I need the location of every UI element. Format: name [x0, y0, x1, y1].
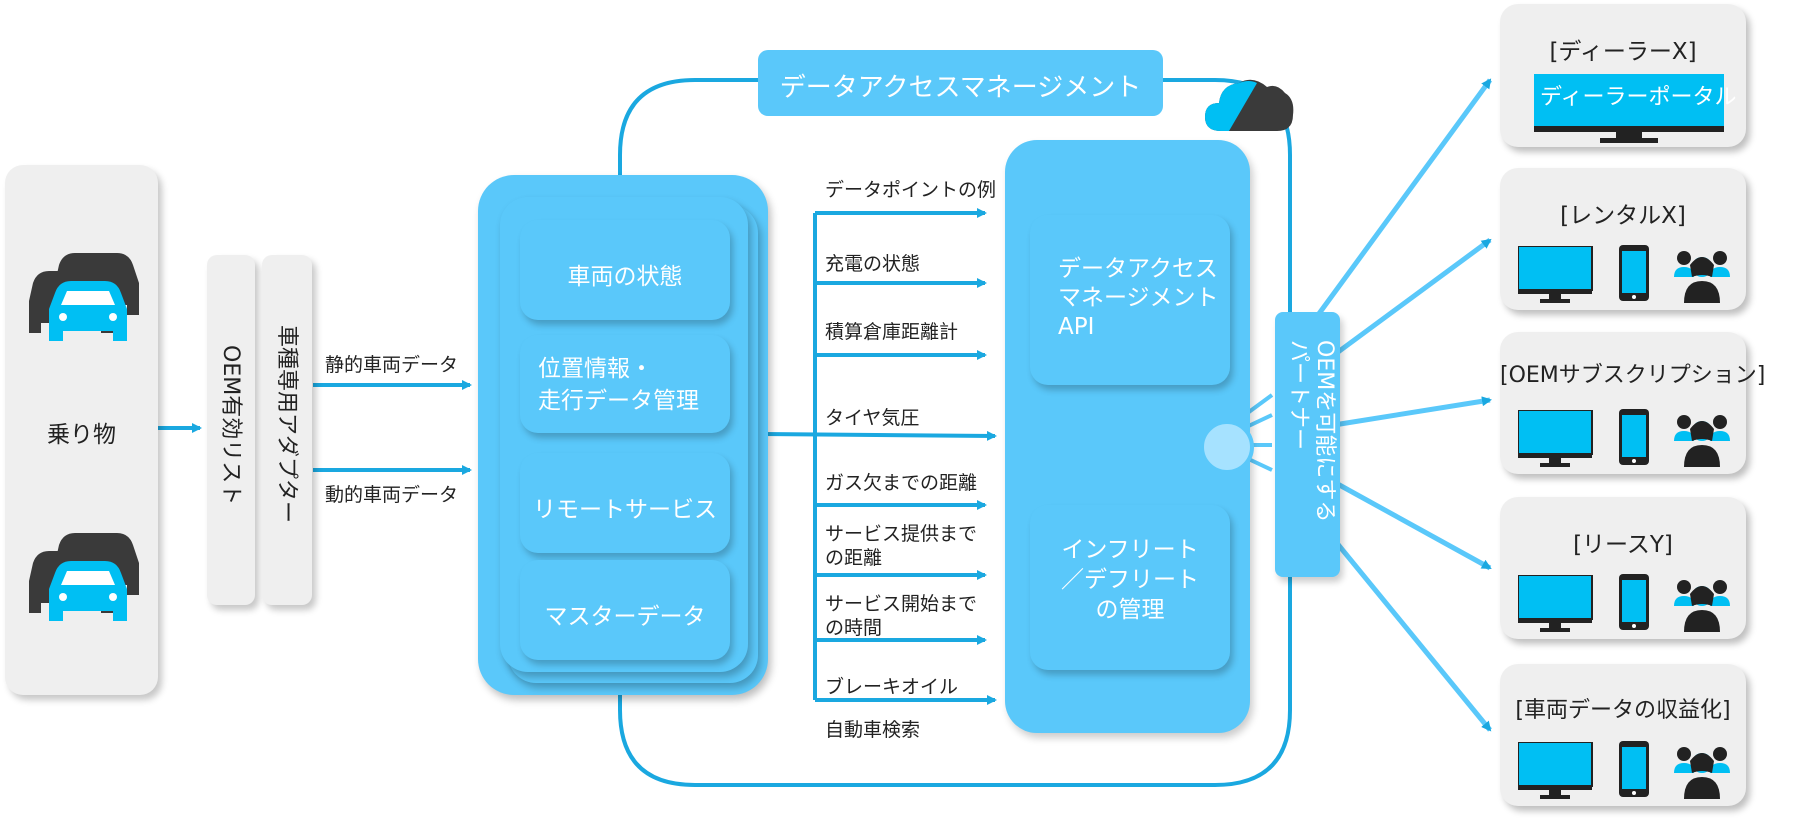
cloud-icon: [1205, 79, 1294, 131]
customer-lease: [リースY]: [1500, 497, 1746, 639]
dynamic-data-label: 動的車両データ: [325, 484, 459, 506]
partner-to-oem-sub: [1333, 396, 1492, 428]
remote-service-card: リモートサービス: [520, 453, 730, 553]
infleet-card: インフリート ／デフリート の管理: [1030, 505, 1230, 670]
api-panel: データアクセス マネージメント API インフリート ／デフリート の管理: [1005, 140, 1254, 733]
data-point-tire-pressure: タイヤ気圧: [825, 407, 920, 429]
data-point-range: ガス欠までの距離: [825, 472, 978, 494]
vehicle-state-card: 車両の状態: [520, 220, 730, 320]
monitor-icon: [1518, 742, 1593, 799]
phone-icon: [1619, 741, 1649, 797]
dealer-portal-label: ディーラーポータル: [1540, 85, 1737, 110]
oem-list-label: OEM有効リスト: [218, 345, 243, 506]
adapter-box: 車種専用アダプター: [262, 255, 312, 605]
dam-title: データアクセスマネージメント: [758, 50, 1163, 116]
connection-node: [1200, 420, 1254, 474]
location-driving-card: 位置情報・ 走行データ管理: [520, 335, 730, 433]
partner-to-dealer: [1315, 78, 1493, 317]
customer-oem-subscription: [OEMサブスクリプション]: [1500, 332, 1765, 474]
main-flow-line: [759, 430, 997, 441]
customer-dealer: [ディーラーX] ディーラーポータル: [1500, 4, 1746, 147]
data-point-service-distance: サービス提供まで の距離: [825, 523, 978, 569]
partner-to-rental: [1332, 237, 1492, 358]
riders-box: 乗り物: [5, 165, 158, 695]
data-point-service-time: サービス開始まで の時間: [825, 593, 978, 639]
people-icon: [1674, 747, 1730, 799]
phone-icon: [1619, 245, 1649, 301]
customer-data-monetization: [車両データの収益化]: [1500, 664, 1746, 806]
partner-to-lease: [1332, 479, 1492, 571]
people-icon: [1674, 251, 1730, 303]
static-data-label: 静的車両データ: [325, 354, 459, 376]
data-point-brake-oil: ブレーキオイル: [825, 676, 959, 698]
data-point-odometer: 積算倉庫距離計: [825, 321, 959, 343]
phone-icon: [1619, 574, 1649, 630]
oem-list-box: OEM有効リスト: [207, 255, 255, 605]
phone-icon: [1619, 409, 1649, 465]
customer-rental: [レンタルX]: [1500, 168, 1746, 310]
adapter-label: 車種専用アダプター: [274, 325, 299, 524]
data-point-car-search: 自動車検索: [825, 719, 921, 741]
data-points-heading: データポイントの例: [825, 179, 997, 201]
monitor-icon: [1518, 575, 1593, 632]
monitor-icon: [1518, 410, 1593, 467]
api-card: データアクセス マネージメント API: [1030, 215, 1230, 385]
partner-bar: OEMを可能にする パートナー: [1275, 312, 1340, 577]
data-point-charging: 充電の状態: [825, 253, 921, 275]
car-group-icon: [29, 533, 139, 621]
monitor-icon: [1518, 246, 1593, 303]
master-data-card: マスターデータ: [520, 560, 730, 660]
partner-to-monetize: [1316, 518, 1492, 732]
car-group-icon: [29, 253, 139, 341]
people-icon: [1674, 580, 1730, 632]
people-icon: [1674, 415, 1730, 467]
riders-label: 乗り物: [47, 422, 116, 448]
vehicle-panel: 車両の状態 位置情報・ 走行データ管理 リモートサービス マスターデータ: [478, 175, 768, 695]
monitor-icon: [1534, 74, 1724, 143]
